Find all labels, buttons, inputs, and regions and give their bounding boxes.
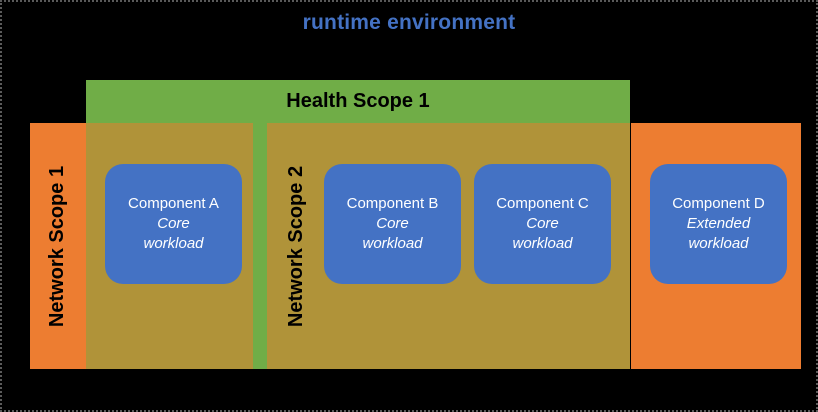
health-scope-gap-strip bbox=[253, 123, 267, 369]
runtime-environment-title: runtime environment bbox=[302, 11, 516, 34]
component-b-workload: Core workload bbox=[362, 215, 423, 252]
component-c-name: Component C bbox=[496, 195, 589, 212]
health-scope-1-label: Health Scope 1 bbox=[286, 90, 430, 112]
network-scope-1-region bbox=[30, 123, 86, 369]
component-c-box: Component C Core workload bbox=[474, 164, 611, 284]
component-a-workload: Core workload bbox=[143, 215, 204, 252]
component-c-workload: Core workload bbox=[512, 215, 573, 252]
component-b-box: Component B Core workload bbox=[324, 164, 461, 284]
component-d-workload: Extended workload bbox=[686, 215, 751, 252]
component-d-name: Component D bbox=[672, 195, 765, 212]
component-a-name: Component A bbox=[128, 195, 219, 212]
health-scope-1-bar: Health Scope 1 bbox=[86, 80, 630, 123]
component-d-box: Component D Extended workload bbox=[650, 164, 787, 284]
component-b-name: Component B bbox=[346, 195, 439, 212]
component-a-box: Component A Core workload bbox=[105, 164, 242, 284]
